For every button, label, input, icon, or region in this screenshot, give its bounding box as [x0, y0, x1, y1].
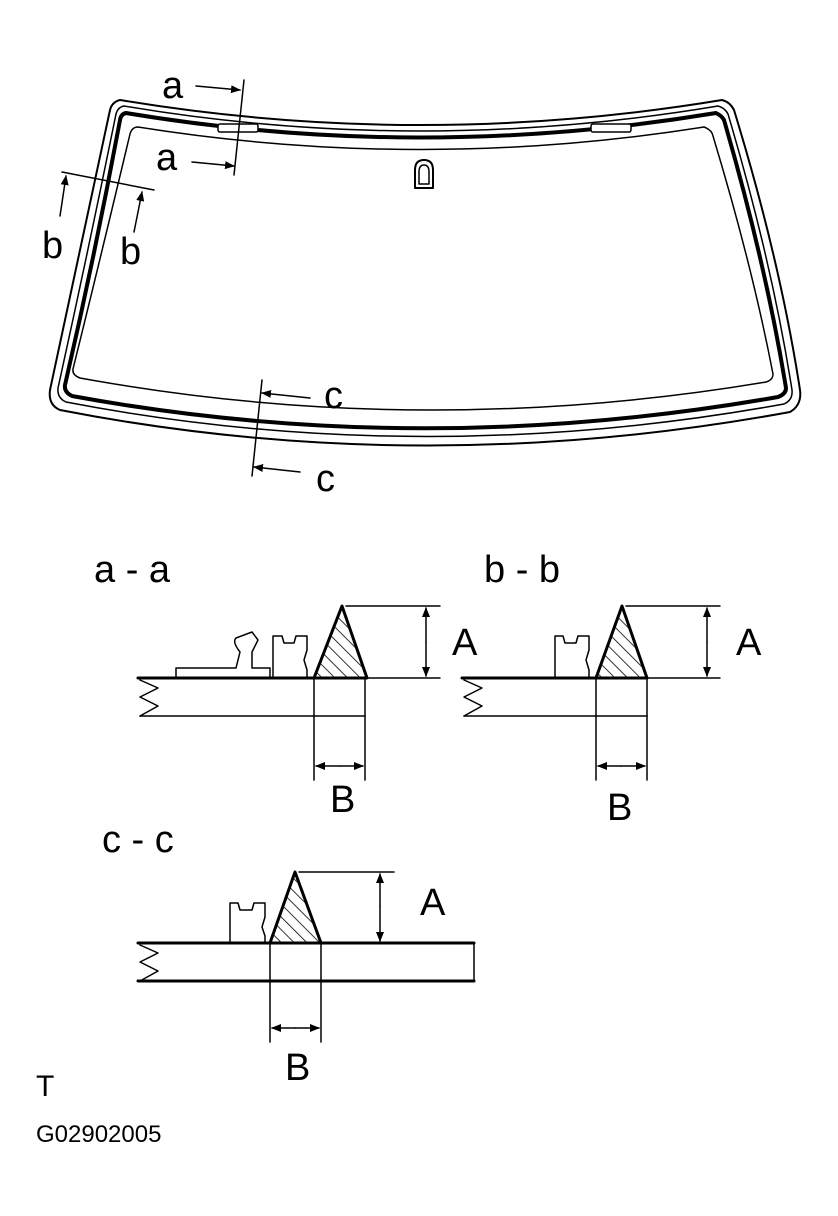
cut-line-c: c c	[251, 375, 343, 500]
section-c-c: c - c A B	[102, 819, 476, 1089]
figure-code: G02902005	[36, 1121, 161, 1148]
section-b-b: b - b A B	[460, 549, 762, 829]
section-title-a: a - a	[94, 549, 171, 591]
cut-mark-b-left: b	[42, 225, 63, 267]
dimension-label-B-aa: B	[330, 779, 355, 821]
dimension-label-A-cc: A	[420, 882, 446, 924]
section-title-b: b - b	[484, 549, 560, 591]
cut-mark-b-right: b	[120, 231, 141, 273]
dimension-label-B-cc: B	[285, 1047, 310, 1089]
cut-mark-a-bottom: a	[156, 137, 178, 179]
mirror-bracket	[414, 159, 434, 189]
right-clip	[590, 123, 632, 133]
cut-line-b: b b	[42, 171, 155, 273]
cut-mark-a-top: a	[162, 65, 184, 107]
footer-mark: T	[36, 1070, 54, 1103]
cut-mark-c-top: c	[324, 375, 343, 417]
dimension-label-B-bb: B	[607, 787, 632, 829]
cut-line-a: a a	[156, 65, 245, 179]
section-a-a: a - a A B	[94, 549, 478, 821]
section-title-c: c - c	[102, 819, 174, 861]
dimension-label-A-aa: A	[452, 622, 478, 664]
dimension-label-A-bb: A	[736, 622, 762, 664]
cut-mark-c-bottom: c	[316, 458, 335, 500]
